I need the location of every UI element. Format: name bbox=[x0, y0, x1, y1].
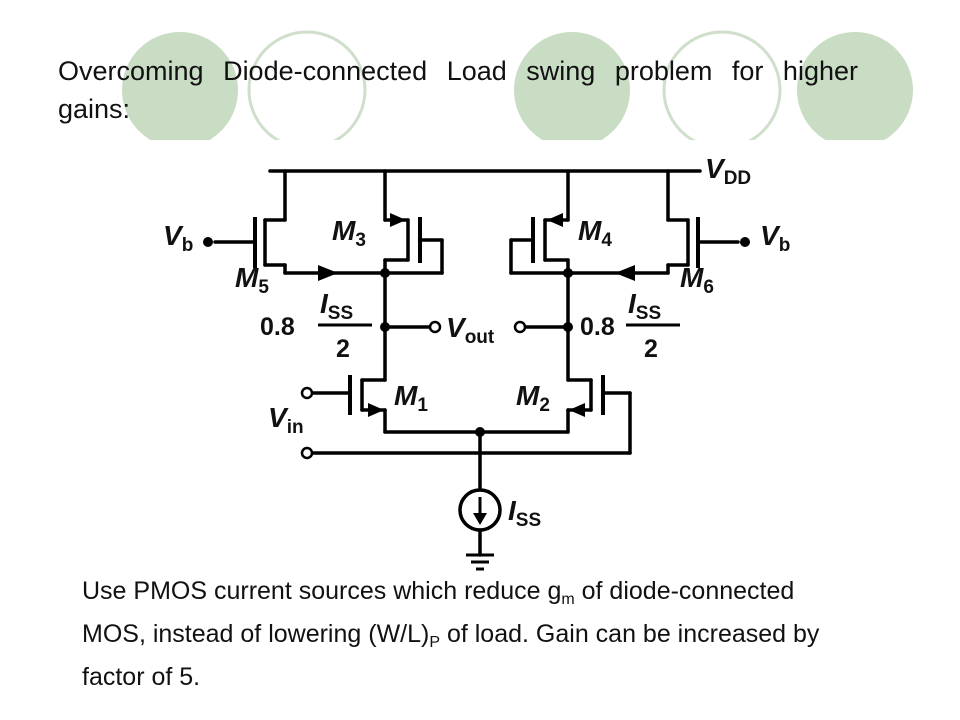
iss-tail-label: ISS bbox=[508, 495, 541, 531]
header-decoration bbox=[122, 30, 913, 140]
tail-current-source bbox=[458, 488, 502, 532]
svg-text:2: 2 bbox=[336, 335, 350, 363]
vout-label: Vout bbox=[446, 312, 495, 348]
decor-circle-5 bbox=[797, 32, 913, 140]
slide-body-text: Use PMOS current sources which reduce gm… bbox=[82, 577, 820, 691]
transistor-m2 bbox=[310, 375, 632, 455]
m6-label: M6 bbox=[680, 262, 714, 298]
transistor-m4 bbox=[509, 169, 570, 382]
vout-terminal-right bbox=[513, 320, 527, 334]
transistor-m3 bbox=[383, 169, 444, 382]
decor-circle-4 bbox=[662, 30, 782, 140]
vin-minus-terminal bbox=[300, 446, 314, 460]
vb-left-node bbox=[203, 237, 213, 247]
transistor-m6 bbox=[566, 169, 740, 281]
m4-label: M4 bbox=[578, 215, 612, 251]
svg-text:2: 2 bbox=[644, 335, 658, 363]
m2-label: M2 bbox=[516, 380, 550, 416]
m3-drain-node bbox=[380, 268, 390, 278]
transistor-m5 bbox=[213, 169, 387, 281]
vdd-label: VDD bbox=[705, 153, 751, 189]
circuit-diagram: VDD Vb M5 M3 bbox=[163, 153, 790, 571]
slide-title: Overcoming Diode-connected Load swing pr… bbox=[58, 56, 858, 124]
svg-text:ISS: ISS bbox=[320, 288, 353, 324]
decor-circle-2 bbox=[247, 30, 367, 140]
iss-left-annotation: 0.8 ISS 2 bbox=[260, 288, 372, 363]
decor-circle-3 bbox=[514, 32, 630, 140]
m3-label: M3 bbox=[332, 215, 366, 251]
vb-right-node bbox=[740, 237, 750, 247]
m1-label: M1 bbox=[394, 380, 428, 416]
vout-terminal-left bbox=[428, 320, 442, 334]
vin-label: Vin bbox=[268, 402, 304, 438]
transistor-m1 bbox=[310, 375, 387, 434]
decor-circle-1 bbox=[122, 32, 238, 140]
iss-right-annotation: 0.8 ISS 2 bbox=[580, 288, 680, 363]
ground-symbol bbox=[466, 553, 494, 571]
svg-text:ISS: ISS bbox=[628, 288, 661, 324]
vb-left-label: Vb bbox=[163, 220, 193, 256]
vin-plus-terminal bbox=[300, 386, 314, 400]
vb-right-label: Vb bbox=[760, 220, 790, 256]
svg-text:0.8: 0.8 bbox=[260, 313, 295, 341]
svg-text:0.8: 0.8 bbox=[580, 313, 615, 341]
m5-label: M5 bbox=[235, 262, 269, 298]
